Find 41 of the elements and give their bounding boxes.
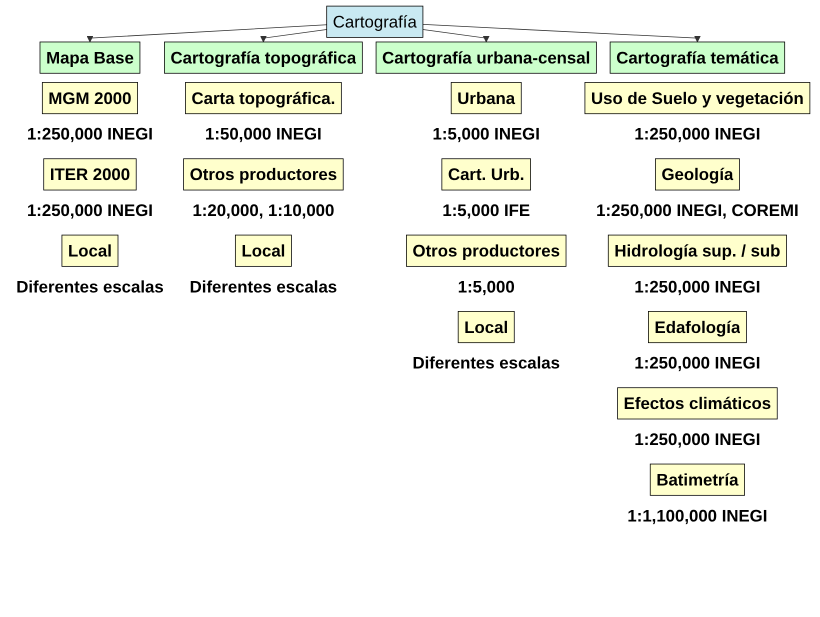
arrow <box>86 24 328 42</box>
item-box: Carta topográfica. <box>185 82 342 114</box>
category-box: Mapa Base <box>40 42 140 74</box>
item-box: Cart. Urb. <box>441 158 531 190</box>
item-box: Local <box>234 234 292 267</box>
scale-label: 1:250,000 INEGI <box>634 277 760 296</box>
item-box: Hidrología sup. / sub <box>608 234 787 267</box>
scale-label: 1:250,000 INEGI <box>26 200 153 220</box>
item-box: MGM 2000 <box>42 82 138 114</box>
item-box: Urbana <box>450 82 522 114</box>
scale-label: 1:1,100,000 INEGI <box>627 506 768 526</box>
scale-label: 1:5,000 <box>458 277 515 296</box>
category-box: Cartografía temática <box>610 42 786 74</box>
item-box: Efectos climáticos <box>617 387 778 420</box>
item-box: Geología <box>655 158 740 190</box>
item-box: Edafología <box>648 311 747 344</box>
scale-label: Diferentes escalas <box>412 353 560 372</box>
category-box: Cartografía topográfica <box>164 42 363 74</box>
scale-label: 1:250,000 INEGI <box>26 124 153 144</box>
item-box: Batimetría <box>650 464 745 496</box>
item-box: ITER 2000 <box>43 158 137 190</box>
scale-label: 1:20,000, 1:10,000 <box>192 200 334 220</box>
item-box: Local <box>458 311 515 344</box>
scale-label: Diferentes escalas <box>190 277 338 296</box>
scale-label: 1:250,000 INEGI <box>634 124 760 144</box>
arrow <box>422 24 701 42</box>
scale-label: 1:250,000 INEGI <box>634 353 760 372</box>
root-box: Cartografía <box>326 6 424 38</box>
item-box: Local <box>62 234 118 267</box>
scale-label: 1:5,000 IFE <box>442 200 530 220</box>
scale-label: 1:5,000 INEGI <box>432 124 540 144</box>
item-box: Otros productores <box>183 158 344 190</box>
scale-label: 1:50,000 INEGI <box>205 124 322 144</box>
item-box: Otros productores <box>406 234 566 267</box>
scale-label: Diferentes escalas <box>16 277 164 296</box>
arrow <box>422 29 490 42</box>
scale-label: 1:250,000 INEGI <box>634 430 760 449</box>
category-box: Cartografía urbana-censal <box>376 42 597 74</box>
scale-label: 1:250,000 INEGI, COREMI <box>596 200 799 220</box>
arrow <box>260 29 328 42</box>
item-box: Uso de Suelo y vegetación <box>584 82 810 114</box>
